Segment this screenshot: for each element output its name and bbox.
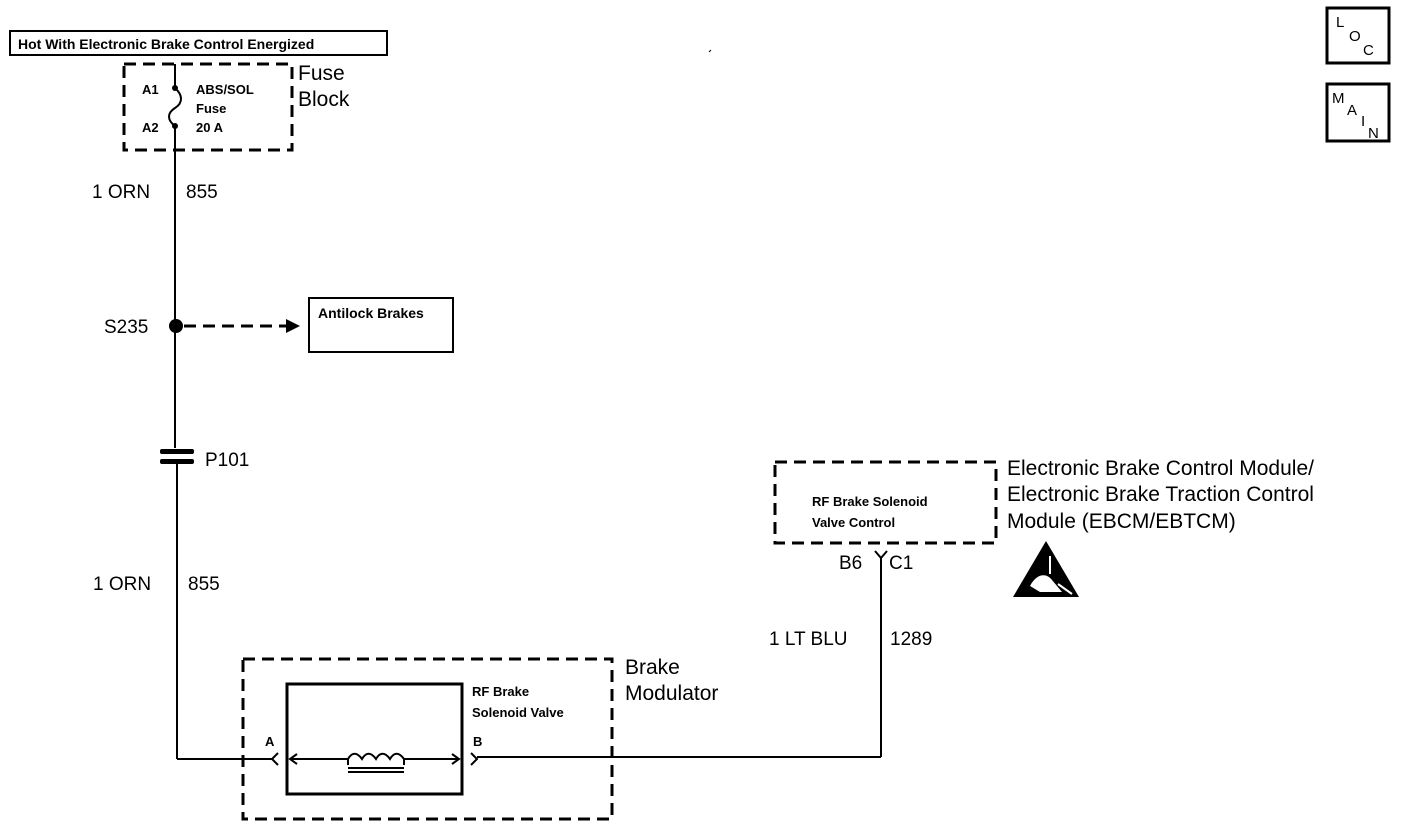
modulator-pin-a: A: [265, 734, 275, 749]
wire-bottom-gauge-color: 1 ORN: [93, 574, 151, 595]
loc-icon[interactable]: L O C: [1325, 6, 1391, 65]
esd-warning-icon: [1013, 541, 1079, 597]
loc-letter-c: C: [1363, 42, 1374, 59]
valve-label-2: Solenoid Valve: [472, 705, 564, 720]
power-label: Hot With Electronic Brake Control Energi…: [9, 30, 388, 56]
fuse-label-2: Fuse: [196, 101, 226, 116]
ebcm-terminal-icon: [874, 550, 888, 560]
power-label-text: Hot With Electronic Brake Control Energi…: [18, 36, 314, 52]
antilock-brakes-label: Antilock Brakes: [318, 305, 424, 321]
ebcm-inner-label-2: Valve Control: [812, 515, 895, 530]
wire-bottom-circuit: 855: [188, 574, 220, 595]
connector-p101: P101: [160, 449, 249, 471]
brake-modulator: Brake Modulator RF Brake Solenoid Valve …: [241, 656, 718, 821]
wire-top-circuit: 855: [186, 182, 218, 203]
fuse-block-title-1: Fuse: [298, 62, 345, 85]
main-letter-n: N: [1368, 125, 1379, 142]
fuse-terminal-top: [172, 85, 178, 91]
fuse-block: Fuse Block A1 A2 ABS/SOL Fuse 20 A: [122, 62, 350, 152]
stray-mark: [708, 49, 712, 53]
ebcm-module: RF Brake Solenoid Valve Control Electron…: [773, 457, 1314, 574]
connector-bar-top: [160, 449, 194, 454]
wire-right-gauge-color: 1 LT BLU: [769, 629, 848, 650]
modulator-pin-b: B: [473, 734, 482, 749]
coil-icon: [347, 752, 405, 765]
loc-letter-o: O: [1349, 28, 1361, 45]
main-icon[interactable]: M A I N: [1325, 82, 1391, 143]
wire-right-circuit: 1289: [890, 629, 932, 650]
valve-label-1: RF Brake: [472, 684, 529, 699]
main-letter-m: M: [1332, 90, 1345, 107]
loc-letter-l: L: [1336, 14, 1344, 31]
solenoid-valve-box[interactable]: [285, 682, 464, 796]
fuse-label-3: 20 A: [196, 120, 224, 135]
connector-bar-bottom: [160, 459, 194, 464]
coil-arrow-right-icon: [451, 753, 461, 765]
ebcm-title-3: Module (EBCM/EBTCM): [1007, 510, 1236, 533]
modulator-title-1: Brake: [625, 656, 680, 679]
modulator-title-2: Modulator: [625, 682, 718, 705]
ebcm-title-2: Electronic Brake Traction Control: [1007, 483, 1314, 506]
ebcm-connector-label: C1: [889, 553, 913, 574]
terminal-b-icon: [470, 752, 479, 766]
fuse-block-title-2: Block: [298, 88, 350, 111]
fuse-symbol: [168, 64, 182, 127]
splice-label: S235: [104, 317, 148, 338]
connector-label: P101: [205, 450, 249, 471]
coil-arrow-left-icon: [288, 753, 298, 765]
splice-s235: S235 Antilock Brakes: [104, 297, 454, 353]
fuse-pin-a1: A1: [142, 82, 159, 97]
main-letter-i: I: [1361, 113, 1365, 130]
ebcm-title-1: Electronic Brake Control Module/: [1007, 457, 1314, 480]
antilock-brakes-box[interactable]: [308, 297, 454, 353]
ebcm-pin-label: B6: [839, 553, 862, 574]
fuse-pin-a2: A2: [142, 120, 159, 135]
main-letter-a: A: [1347, 102, 1357, 119]
splice-dot: [169, 319, 183, 333]
ebcm-inner-label-1: RF Brake Solenoid: [812, 494, 928, 509]
wire-top-gauge-color: 1 ORN: [92, 182, 150, 203]
fuse-label-1: ABS/SOL: [196, 82, 254, 97]
terminal-a-icon: [270, 752, 279, 766]
arrow-right-icon: [286, 319, 300, 333]
